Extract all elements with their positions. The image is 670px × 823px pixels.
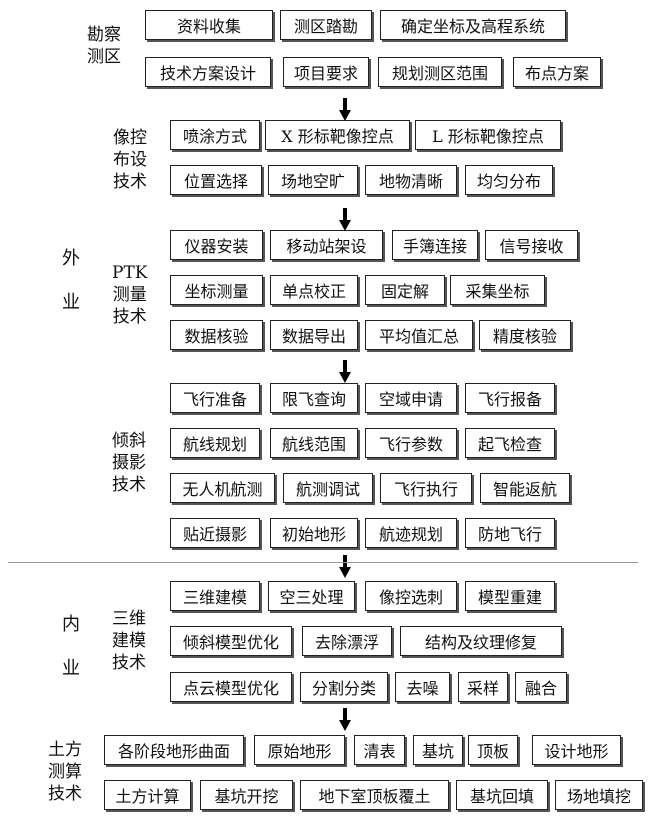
step-box: 单点校正 <box>270 275 358 305</box>
step-box: 贴近摄影 <box>170 518 260 548</box>
section-label: PTK 测量 技术 <box>112 263 148 327</box>
step-box: 移动站架设 <box>270 230 383 260</box>
step-box: 顶板 <box>468 735 518 765</box>
step-box: 采集坐标 <box>450 275 545 305</box>
step-box: 位置选择 <box>170 165 262 195</box>
step-box: 模型重建 <box>465 581 555 611</box>
step-box: 仪器安装 <box>170 230 263 260</box>
step-box: 手簿连接 <box>392 230 478 260</box>
step-box: 飞行准备 <box>170 383 260 413</box>
step-box: 空三处理 <box>268 581 355 611</box>
section-label: 三维 建模 技术 <box>112 609 146 673</box>
step-box: 喷涂方式 <box>170 120 260 150</box>
step-box: 去噪 <box>395 672 450 702</box>
step-box: 数据核验 <box>170 320 263 350</box>
step-box: 土方计算 <box>104 780 191 810</box>
step-box: 采样 <box>458 672 508 702</box>
step-box: 智能返航 <box>480 473 570 503</box>
step-box: 无人机航测 <box>170 473 275 503</box>
step-box: 规划测区范围 <box>378 57 502 87</box>
step-box: 空域申请 <box>365 383 457 413</box>
step-box: 融合 <box>515 672 567 702</box>
step-box: 航测调试 <box>283 473 373 503</box>
step-box: 飞行报备 <box>465 383 555 413</box>
flow-arrow-icon <box>339 360 351 384</box>
step-box: 项目要求 <box>283 57 369 87</box>
flow-arrow-icon <box>339 555 351 579</box>
step-box: 布点方案 <box>513 57 601 87</box>
flow-arrow-icon <box>339 708 351 732</box>
step-box: 三维建模 <box>170 581 260 611</box>
step-box: 地下室顶板覆土 <box>300 780 449 810</box>
step-box: 航线范围 <box>270 428 358 458</box>
phase-label-field: 外 业 <box>62 248 80 313</box>
step-box: 场地填挖 <box>555 780 643 810</box>
step-box: 防地飞行 <box>465 518 555 548</box>
step-box: 航线规划 <box>170 428 260 458</box>
step-box: 基坑回填 <box>456 780 548 810</box>
step-box: 点云模型优化 <box>170 672 292 702</box>
flow-arrow-icon <box>339 208 351 232</box>
step-box: 均匀分布 <box>465 165 553 195</box>
step-box: 倾斜模型优化 <box>170 626 292 656</box>
step-box: 原始地形 <box>254 735 345 765</box>
step-box: 飞行参数 <box>365 428 457 458</box>
step-box: 初始地形 <box>270 518 358 548</box>
step-box: 分割分类 <box>300 672 388 702</box>
step-box: 基坑开挖 <box>200 780 293 810</box>
step-box: 清表 <box>354 735 405 765</box>
step-box: L 形标靶像控点 <box>415 120 561 150</box>
section-label: 像控 布设 技术 <box>113 128 147 192</box>
step-box: 固定解 <box>365 275 445 305</box>
step-box: 起飞检查 <box>465 428 555 458</box>
step-box: 航迹规划 <box>365 518 457 548</box>
step-box: 确定坐标及高程系统 <box>380 10 566 40</box>
flow-arrow-icon <box>339 98 351 122</box>
step-box: 去除漂浮 <box>302 626 392 656</box>
phase-label-office: 内 业 <box>62 614 80 679</box>
section-label: 土方 测算 技术 <box>48 740 82 804</box>
step-box: 精度核验 <box>479 320 571 350</box>
section-label: 勘察 测区 <box>87 25 121 67</box>
step-box: 各阶段地形曲面 <box>104 735 244 765</box>
phase-divider <box>8 562 638 563</box>
step-box: 地物清晰 <box>365 165 457 195</box>
step-box: 平均值汇总 <box>365 320 473 350</box>
step-box: X 形标靶像控点 <box>265 120 410 150</box>
step-box: 数据导出 <box>270 320 358 350</box>
step-box: 设计地形 <box>532 735 621 765</box>
step-box: 技术方案设计 <box>145 57 271 87</box>
step-box: 坐标测量 <box>170 275 263 305</box>
step-box: 像控选刺 <box>365 581 457 611</box>
step-box: 测区踏勘 <box>280 10 372 40</box>
step-box: 资料收集 <box>145 10 273 40</box>
step-box: 飞行执行 <box>380 473 472 503</box>
section-label: 倾斜 摄影 技术 <box>112 431 146 495</box>
step-box: 基坑 <box>413 735 463 765</box>
step-box: 场地空旷 <box>268 165 358 195</box>
step-box: 结构及纹理修复 <box>400 626 562 656</box>
step-box: 限飞查询 <box>270 383 358 413</box>
step-box: 信号接收 <box>485 230 578 260</box>
